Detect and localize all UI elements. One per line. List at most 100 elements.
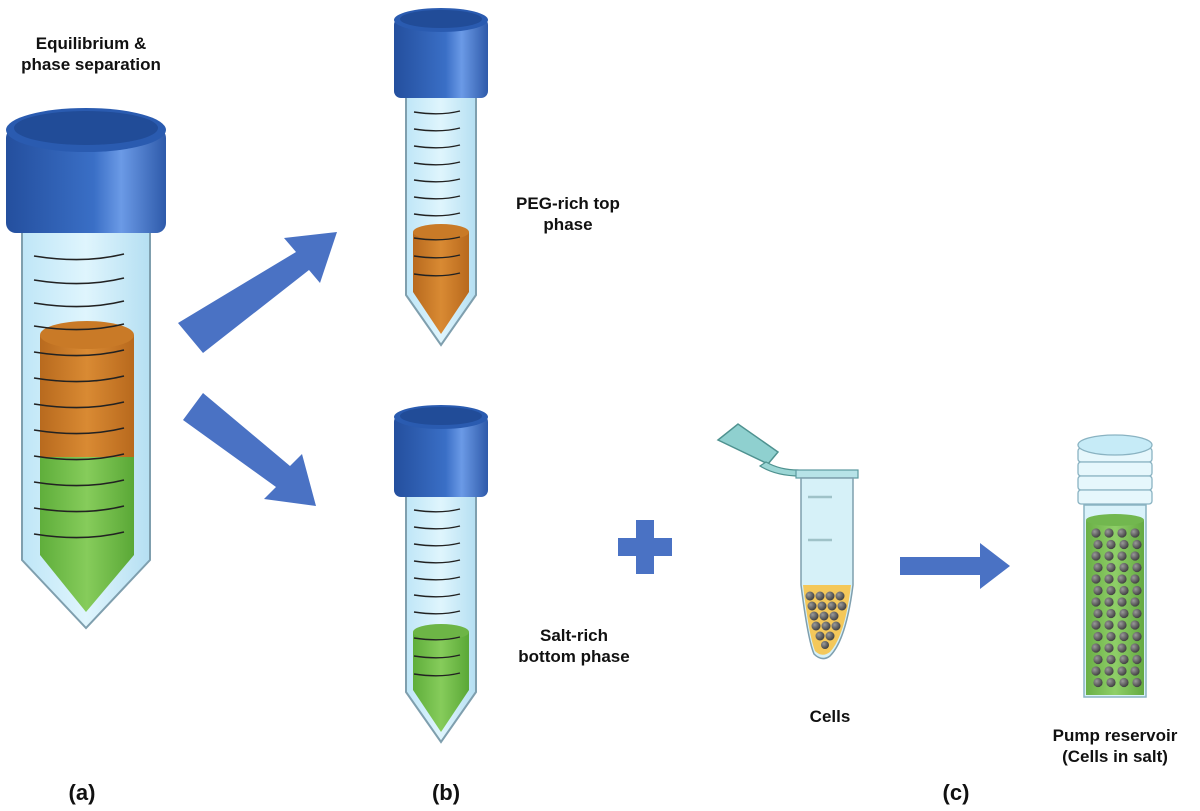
cell-icon	[1106, 562, 1116, 573]
tube-b-salt-phase	[413, 632, 469, 732]
cell-icon	[1093, 562, 1103, 573]
label-cells-text: Cells	[809, 707, 851, 726]
microtube-cells-fluid	[803, 585, 851, 655]
cell-icon	[1119, 608, 1129, 619]
cell-icon	[1093, 654, 1103, 665]
cell-icon	[1091, 643, 1101, 653]
plus-icon	[618, 520, 672, 574]
reservoir-cells	[1091, 528, 1142, 688]
tube-a-peg-surface	[40, 321, 134, 349]
cell-icon	[1091, 597, 1101, 607]
cell-icon	[1091, 620, 1101, 630]
cell-icon	[1117, 574, 1127, 584]
microtube-icon	[716, 423, 859, 660]
cell-icon	[1106, 608, 1116, 619]
cell-icon	[1117, 597, 1127, 607]
tube-a-salt-phase	[40, 455, 134, 612]
microtube-rim	[795, 469, 859, 479]
tube-a-peg-phase	[40, 335, 134, 457]
cell-icon	[1119, 677, 1129, 688]
cell-icon	[1132, 654, 1142, 665]
label-equilibrium: Equilibrium & phase separation	[6, 33, 176, 76]
label-peg-phase-line1: PEG-rich top	[516, 194, 620, 213]
cell-icon	[1119, 562, 1129, 573]
cell-icon	[1130, 551, 1140, 561]
reservoir-fluid	[1086, 520, 1144, 695]
tube-cap-icon	[394, 405, 488, 497]
cell-icon	[1130, 666, 1140, 676]
tube-b-salt-graduations	[413, 508, 461, 677]
label-cells: Cells	[780, 706, 880, 727]
cell-icon	[1132, 677, 1142, 688]
cell-icon	[1130, 528, 1140, 538]
microtube-hinge	[758, 461, 801, 477]
cell-icon	[1117, 666, 1127, 676]
cell-icon	[1130, 574, 1140, 584]
cell-icon	[1119, 654, 1129, 665]
cell-icon	[1132, 562, 1142, 573]
cell-icon	[1119, 539, 1129, 550]
cell-icon	[1104, 551, 1114, 561]
reservoir-threads	[1077, 447, 1153, 505]
cell-icon	[1132, 539, 1142, 550]
cell-icon	[1132, 585, 1142, 596]
arrow-icon-down	[183, 393, 316, 506]
cell-icon	[1104, 574, 1114, 584]
cell-icon	[1106, 585, 1116, 596]
cell-icon	[1104, 643, 1114, 653]
tube-b-peg	[394, 8, 488, 347]
cell-icon	[1117, 551, 1127, 561]
reservoir-top	[1077, 434, 1153, 456]
microtube-lid	[716, 423, 780, 465]
cell-icon	[1104, 666, 1114, 676]
cell-icon	[1104, 620, 1114, 630]
cell-icon	[1091, 574, 1101, 584]
microtube-cells	[805, 591, 847, 649]
cell-icon	[1117, 528, 1127, 538]
cell-icon	[1091, 551, 1101, 561]
cell-icon	[1117, 620, 1127, 630]
cell-icon	[1106, 677, 1116, 688]
cell-icon	[1091, 528, 1101, 538]
cell-icon	[1093, 608, 1103, 619]
label-equilibrium-line1: Equilibrium &	[35, 34, 147, 53]
panel-label-a: (a)	[68, 780, 96, 805]
label-salt-phase-line1: Salt-rich	[539, 626, 609, 645]
cell-icon	[1104, 528, 1114, 538]
cell-icon	[1119, 631, 1129, 642]
cell-icon	[1130, 620, 1140, 630]
label-salt-phase-line2: bottom phase	[518, 647, 630, 667]
cell-icon	[1130, 643, 1140, 653]
cell-icon	[1093, 677, 1103, 688]
tube-b-salt	[394, 405, 488, 744]
cell-icon	[1117, 643, 1127, 653]
tube-a-graduations	[33, 253, 125, 539]
tube-a	[6, 108, 166, 630]
panel-label-c: (c)	[942, 780, 970, 805]
label-reservoir-line2: (Cells in salt)	[1062, 747, 1168, 767]
cell-icon	[1132, 608, 1142, 619]
cell-icon	[1119, 585, 1129, 596]
cell-icon	[1132, 631, 1142, 642]
tube-cap-icon	[6, 108, 166, 233]
label-salt-phase: Salt-rich bottom phase	[494, 625, 654, 668]
arrow-icon-right	[900, 543, 1010, 589]
panel-label-b: (b)	[431, 780, 461, 805]
cell-icon	[1106, 654, 1116, 665]
label-peg-phase-line2: phase	[543, 215, 593, 235]
label-reservoir: Pump reservoir (Cells in salt)	[1030, 725, 1200, 768]
cell-icon	[1091, 666, 1101, 676]
label-reservoir-line1: Pump reservoir	[1052, 726, 1178, 745]
cell-icon	[1093, 631, 1103, 642]
arrow-icon-up	[178, 232, 337, 353]
cell-icon	[1130, 597, 1140, 607]
cell-icon	[1106, 539, 1116, 550]
cell-icon	[1104, 597, 1114, 607]
label-equilibrium-line2: phase separation	[21, 55, 161, 75]
tube-b-peg-graduations	[413, 110, 461, 277]
reservoir-icon	[1077, 434, 1153, 698]
tube-cap-icon	[394, 8, 488, 98]
cell-icon	[1093, 585, 1103, 596]
label-peg-phase: PEG-rich top phase	[488, 193, 648, 236]
